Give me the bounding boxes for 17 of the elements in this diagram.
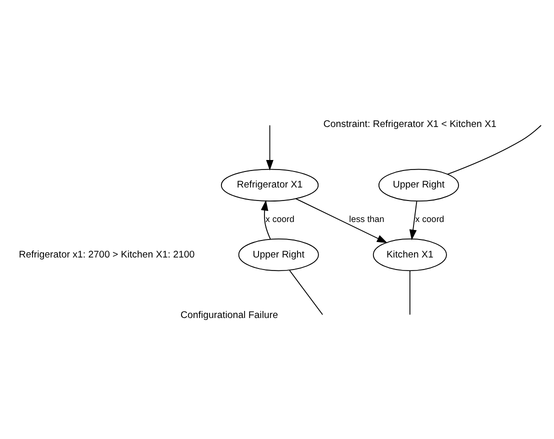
node-ellipse: Upper Right bbox=[238, 238, 319, 271]
arrow bbox=[295, 198, 388, 243]
arrow bbox=[266, 124, 274, 170]
arrow bbox=[260, 199, 271, 240]
label: Refrigerator x1: 2700 > Kitchen X1: 2100 bbox=[18, 248, 195, 260]
node-ellipse: Refrigerator X1 bbox=[220, 168, 319, 201]
edge-label: x coord bbox=[265, 214, 294, 224]
label: Configurational Failure bbox=[180, 310, 278, 321]
edge-label: less than bbox=[349, 214, 384, 224]
arrow bbox=[409, 200, 418, 240]
node-ellipse: Upper Right bbox=[378, 168, 459, 201]
edge-label: x coord bbox=[415, 214, 444, 224]
connector bbox=[409, 270, 410, 315]
label: Constraint: Refrigerator X1 < Kitchen X1 bbox=[323, 118, 496, 130]
connector bbox=[289, 269, 324, 315]
connector bbox=[447, 124, 542, 174]
node-ellipse: Kitchen X1 bbox=[372, 238, 447, 271]
